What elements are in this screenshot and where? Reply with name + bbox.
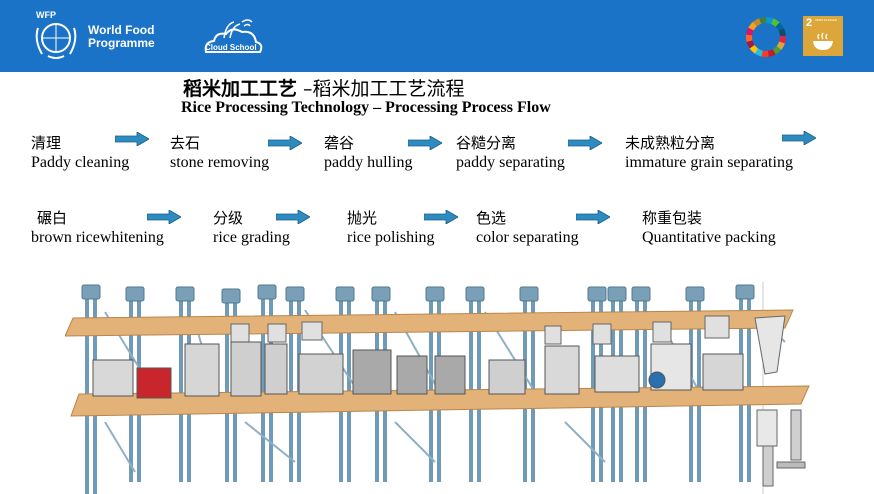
flow-arrow-icon <box>576 210 610 224</box>
flow-step-color-separating: 色选 color separating <box>476 209 579 247</box>
step-cn-label: 抛光 <box>347 209 378 227</box>
step-en-label: Paddy cleaning <box>31 154 130 171</box>
title-chinese: 稻米加工工艺 –稻米加工工艺流程 <box>183 74 465 101</box>
title-chinese-bold: 稻米加工工艺 <box>183 78 298 100</box>
flow-step-rice-grading: 分级 rice grading <box>213 209 290 247</box>
flow-arrow-icon <box>782 131 816 145</box>
flow-step-paddy-separating: 谷糙分离 paddy separating <box>456 134 565 172</box>
title-chinese-rest: –稻米加工工艺流程 <box>297 78 465 100</box>
step-en-label: stone removing <box>170 154 270 171</box>
cloud-school-logo-icon <box>204 19 263 53</box>
flow-step-paddy-hulling: 砻谷 paddy hulling <box>324 134 412 172</box>
flow-step-rice-polishing: 抛光 rice polishing <box>347 209 435 247</box>
flow-arrow-icon <box>568 136 602 150</box>
wfp-abbreviation: WFP <box>36 10 56 20</box>
title-english: Rice Processing Technology – Processing … <box>181 99 551 116</box>
step-cn-label: 分级 <box>213 209 244 227</box>
flow-step-brown-rice-whitening: 碾白 brown ricewhitening <box>31 209 164 247</box>
step-en-label: rice grading <box>213 229 290 246</box>
wfp-name: World Food Programme <box>88 23 155 50</box>
flow-arrow-icon <box>115 132 149 146</box>
sdg-number: 2 <box>806 17 813 29</box>
step-cn-label: 去石 <box>170 134 201 152</box>
food-bowl-icon <box>813 32 833 50</box>
flow-arrow-icon <box>268 136 302 150</box>
header-band: WFP World Food Programme Cloud School 2 … <box>0 0 874 72</box>
flow-step-quantitative-packing: 称重包装 Quantitative packing <box>642 209 776 247</box>
cloud-school-label: Cloud School <box>205 43 257 52</box>
step-en-label: paddy separating <box>456 154 565 171</box>
step-en-label: rice polishing <box>347 229 435 246</box>
step-en-label: Quantitative packing <box>642 229 776 246</box>
sdg-label: ZERO HUNGER <box>815 18 838 22</box>
flow-arrow-icon <box>147 210 181 224</box>
step-cn-label: 谷糙分离 <box>456 134 517 152</box>
sdg-color-wheel-icon <box>746 17 786 57</box>
flow-arrow-icon <box>408 136 442 150</box>
step-cn-label: 称重包装 <box>642 209 703 227</box>
flow-step-stone-removing: 去石 stone removing <box>170 134 269 172</box>
step-en-label: paddy hulling <box>324 154 413 171</box>
step-cn-label: 清理 <box>31 134 62 152</box>
step-en-label: color separating <box>476 229 579 246</box>
step-cn-label: 碾白 <box>37 209 68 227</box>
step-en-label: immature grain separating <box>625 154 793 171</box>
step-cn-label: 色选 <box>476 209 507 227</box>
sdg2-zero-hunger-tile: 2 ZERO HUNGER <box>803 16 843 56</box>
flow-arrow-icon <box>424 210 458 224</box>
flow-step-paddy-cleaning: 清理 Paddy cleaning <box>31 134 129 172</box>
step-cn-label: 未成熟粒分离 <box>625 134 716 152</box>
step-cn-label: 砻谷 <box>324 134 355 152</box>
rice-mill-plant-illustration <box>65 282 810 494</box>
flow-arrow-icon <box>276 210 310 224</box>
flow-step-immature-grain-separating: 未成熟粒分离 immature grain separating <box>625 134 793 172</box>
step-en-label: brown ricewhitening <box>31 229 164 246</box>
wfp-wheat-wreath-icon <box>35 23 77 59</box>
